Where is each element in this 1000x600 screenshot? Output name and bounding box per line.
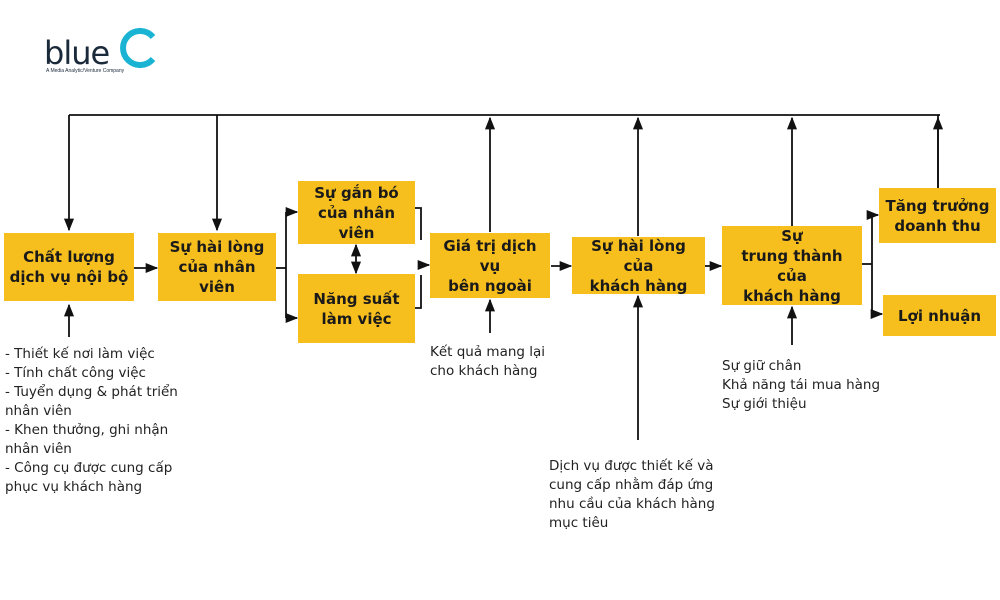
node-productivity: Năng suất làm việc [298, 274, 415, 343]
node-internal-service-quality-label: Chất lượng dịch vụ nội bộ [9, 248, 129, 286]
note-line: Khả năng tái mua hàng [722, 377, 881, 393]
note-internal-quality-factors: - Thiết kế nơi làm việc - Tính chất công… [5, 345, 178, 497]
note-line: nhân viên [5, 441, 72, 457]
logo-tagline: A Media Analytic/Venture Company [46, 68, 125, 74]
node-customer-loyalty-label: Sự trung thành của khách hàng [741, 226, 843, 305]
node-employee-engagement: Sự gắn bó của nhân viên [298, 181, 415, 244]
bluec-logo: blue A Media Analytic/Venture Company [44, 28, 174, 78]
engagement-out-line [415, 207, 422, 240]
logo-wordmark: blue [44, 34, 110, 72]
note-line: cho khách hàng [430, 363, 538, 379]
node-productivity-label: Năng suất làm việc [313, 289, 400, 328]
node-employee-engagement-label: Sự gắn bó của nhân viên [314, 183, 399, 242]
note-line: phục vụ khách hàng [5, 479, 143, 495]
node-external-service-value: Giá trị dịch vụ bên ngoài [430, 233, 550, 298]
note-line: Dịch vụ được thiết kế và [549, 458, 714, 474]
note-line: - Công cụ được cung cấp [5, 460, 173, 476]
node-customer-loyalty: Sự trung thành của khách hàng [722, 226, 862, 305]
note-line: Kết quả mang lại [430, 344, 546, 360]
node-employee-satisfaction-label: Sự hài lòng của nhân viên [169, 238, 265, 296]
node-revenue-growth: Tăng trưởng doanh thu [879, 188, 996, 243]
note-line: - Khen thưởng, ghi nhận [5, 422, 169, 438]
node-profit: Lợi nhuận [883, 295, 996, 336]
note-external-value: Kết quả mang lại cho khách hàng [430, 343, 545, 381]
note-line: mục tiêu [549, 515, 609, 531]
node-customer-satisfaction: Sự hài lòng của khách hàng [572, 236, 705, 295]
note-customer-satisfaction: Dịch vụ được thiết kế và cung cấp nhằm đ… [549, 457, 715, 533]
note-line: - Tính chất công việc [5, 365, 146, 381]
logo-c-mark-icon [120, 28, 156, 68]
note-line: cung cấp nhằm đáp ứng [549, 477, 714, 493]
productivity-out-line [415, 275, 422, 309]
note-line: nhu cầu của khách hàng [549, 496, 715, 512]
node-customer-satisfaction-label: Sự hài lòng của khách hàng [589, 236, 688, 295]
node-internal-service-quality: Chất lượng dịch vụ nội bộ [4, 233, 134, 301]
note-line: - Thiết kế nơi làm việc [5, 346, 155, 362]
node-external-service-value-label: Giá trị dịch vụ bên ngoài [443, 236, 537, 295]
node-revenue-growth-label: Tăng trưởng doanh thu [885, 196, 990, 235]
note-line: Sự giới thiệu [722, 396, 807, 412]
note-line: Sự giữ chân [722, 358, 802, 374]
node-profit-label: Lợi nhuận [897, 306, 982, 325]
note-line: - Tuyển dụng & phát triển [5, 384, 178, 400]
note-customer-loyalty: Sự giữ chân Khả năng tái mua hàng Sự giớ… [722, 357, 880, 414]
note-line: nhân viên [5, 403, 72, 419]
node-employee-satisfaction: Sự hài lòng của nhân viên [158, 233, 276, 301]
